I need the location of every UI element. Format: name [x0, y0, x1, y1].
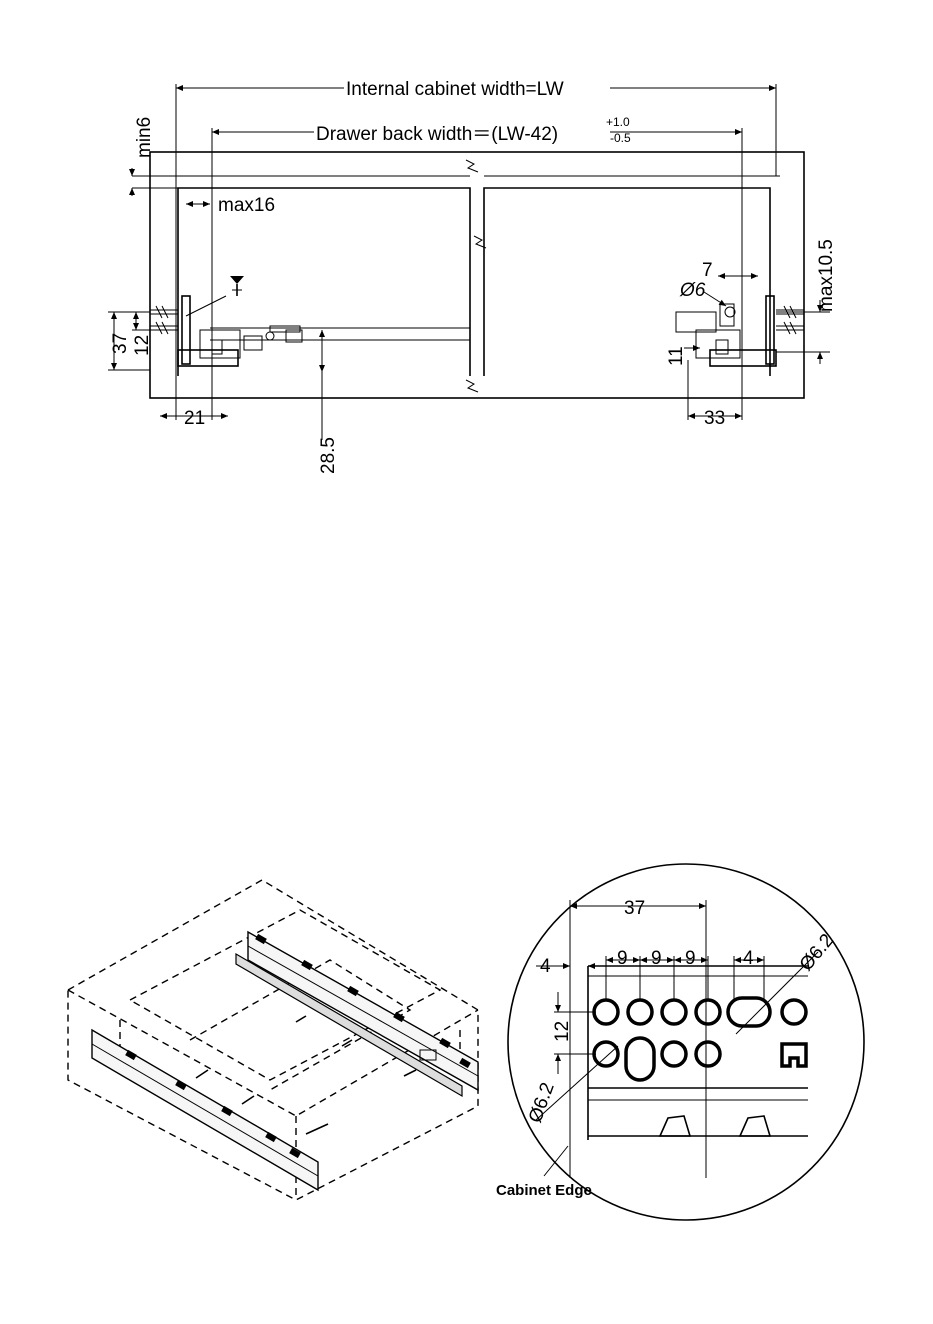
break-mark-bottom — [466, 380, 478, 392]
dim-37: 37 — [110, 333, 131, 354]
right-runner — [676, 296, 776, 366]
detail-dim-37: 37 — [624, 898, 645, 919]
dim-min6: min6 — [134, 117, 155, 158]
detail-dim-4-right: 4 — [743, 948, 754, 969]
dim-21: 21 — [184, 408, 205, 429]
isometric-cabinet-view — [68, 880, 478, 1200]
drawer-right-half — [484, 188, 770, 376]
break-mark-top — [466, 160, 478, 172]
hole — [696, 1042, 720, 1066]
dimension-labels-top: Internal cabinet width=LW Drawer back wi… — [110, 76, 837, 474]
left-runner-iso — [92, 1030, 318, 1190]
left-runner — [178, 296, 302, 366]
right-runner-iso — [236, 932, 478, 1096]
slot-hole — [728, 998, 770, 1026]
detail-dim-dia6-2-left: Ø6.2 — [525, 1080, 559, 1126]
hole — [628, 1000, 652, 1024]
detail-dim-9-a: 9 — [617, 948, 628, 969]
right-screws — [776, 306, 804, 334]
slot-hole — [626, 1038, 654, 1080]
dim-12: 12 — [132, 335, 153, 356]
hole — [662, 1000, 686, 1024]
drawer-back-label: Drawer back width＝(LW-42) — [316, 124, 558, 145]
square-hole — [782, 1044, 806, 1066]
detail-dim-12: 12 — [552, 1021, 573, 1042]
dim-max10-5: max10.5 — [816, 239, 837, 312]
detail-dim-4-left: 4 — [540, 956, 551, 977]
tolerance-upper: +1.0 — [606, 115, 630, 129]
internal-width-label: Internal cabinet width=LW — [346, 79, 564, 100]
detail-dim-9-c: 9 — [685, 948, 696, 969]
hole — [662, 1042, 686, 1066]
screw-icon — [186, 276, 244, 316]
tolerance-lower: -0.5 — [610, 131, 631, 145]
dim-7: 7 — [702, 260, 713, 281]
hole — [782, 1000, 806, 1024]
dim-dia6: Ø6 — [679, 280, 706, 301]
left-screws — [150, 306, 178, 334]
detail-dim-9-b: 9 — [651, 948, 662, 969]
cabinet-edge-label: Cabinet Edge — [496, 1182, 592, 1199]
hole — [696, 1000, 720, 1024]
dim-max16: max16 — [218, 195, 275, 216]
dim-11: 11 — [666, 346, 687, 366]
hole — [594, 1042, 618, 1066]
dim-28-5: 28.5 — [318, 437, 339, 474]
hole — [594, 1000, 618, 1024]
dim-33: 33 — [704, 408, 725, 429]
